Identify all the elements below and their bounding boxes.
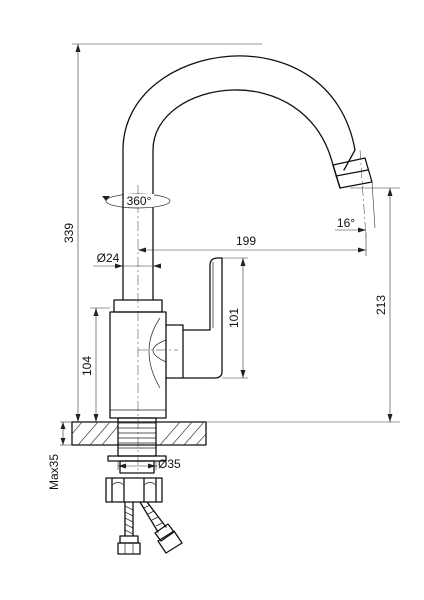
dimension-spout-reach: 199 bbox=[138, 232, 367, 256]
mounting-nut bbox=[105, 477, 163, 503]
pipe-diameter-label: Ø24 bbox=[97, 251, 120, 265]
faucet-body bbox=[109, 299, 184, 419]
thread-diameter-label: Ø35 bbox=[158, 457, 181, 471]
spout-reach-label: 199 bbox=[236, 234, 256, 248]
dimension-spout-height: 213 bbox=[206, 187, 400, 423]
dimension-spout-angle: 16° bbox=[335, 181, 376, 233]
dimension-body-height: 104 bbox=[80, 307, 110, 422]
mount-max-label: Max35 bbox=[47, 454, 61, 490]
dimension-mount-max: Max35 bbox=[47, 421, 72, 490]
dimension-pipe-diameter: Ø24 bbox=[93, 251, 161, 269]
dimension-total-height: 339 bbox=[62, 43, 262, 422]
countertop-section bbox=[71, 421, 207, 446]
supply-hoses bbox=[117, 501, 183, 555]
dimension-handle-height: 101 bbox=[222, 257, 248, 379]
dimension-thread-diameter: Ø35 bbox=[117, 457, 181, 471]
faucet-spout bbox=[122, 55, 373, 301]
rotation-label: 360° bbox=[127, 194, 152, 208]
threaded-shank bbox=[107, 417, 167, 474]
faucet-handle bbox=[182, 257, 223, 379]
spout-height-label: 213 bbox=[374, 295, 388, 315]
center-lines bbox=[137, 149, 367, 470]
spout-angle-label: 16° bbox=[337, 216, 355, 230]
handle-height-label: 101 bbox=[227, 308, 241, 328]
total-height-label: 339 bbox=[62, 223, 76, 243]
body-height-label: 104 bbox=[80, 356, 94, 376]
rotation-symbol: 360° bbox=[102, 193, 171, 209]
